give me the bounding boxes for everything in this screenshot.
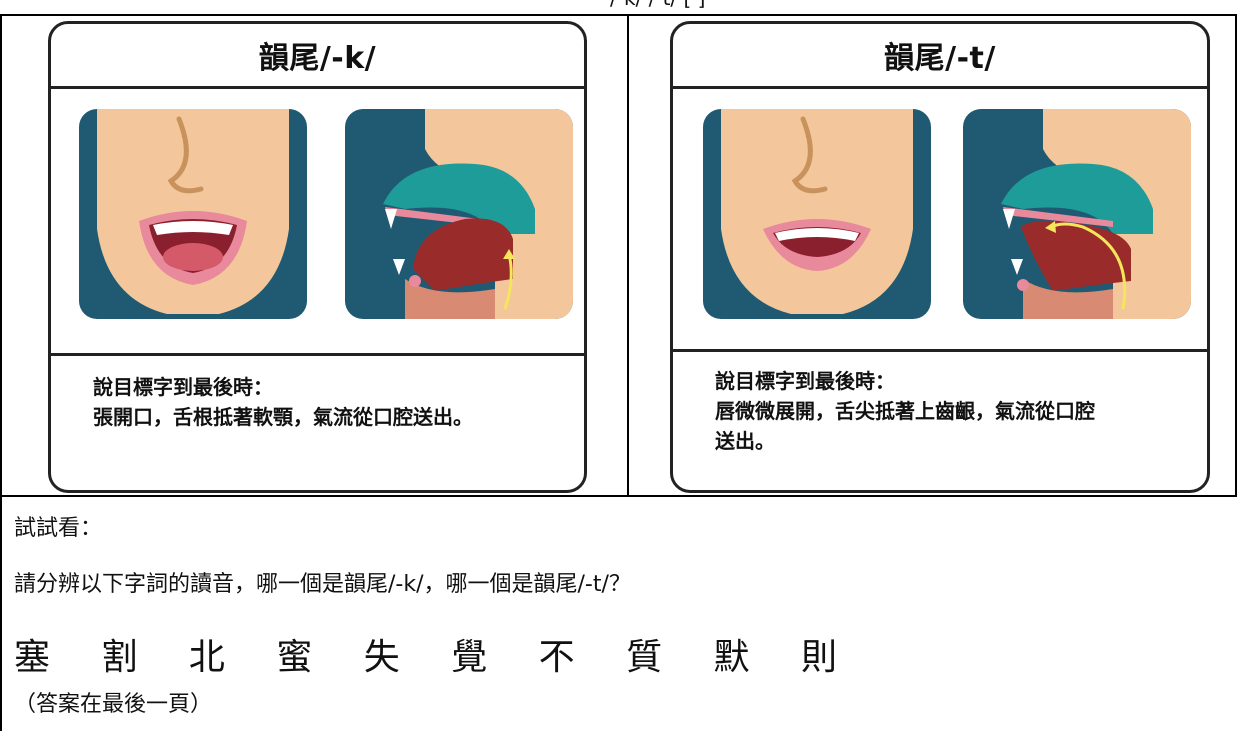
card-t: 韻尾/-t/ — [670, 21, 1210, 493]
card-t-title: 韻尾/-t/ — [673, 24, 1207, 89]
table-border-right — [1235, 14, 1237, 497]
sagittal-tongue-back-illustration — [345, 109, 573, 319]
exercise-word-list: 塞 割 北 蜜 失 覺 不 質 默 則 — [14, 637, 857, 678]
card-t-text-line-1: 唇微微展開，舌尖抵著上齒齦，氣流從口腔 — [715, 399, 1095, 423]
card-k: 韻尾/-k/ — [48, 21, 587, 493]
exercise-instruction: 請分辨以下字詞的讀音，哪一個是韻尾/-k/，哪一個是韻尾/-t/？ — [14, 572, 631, 597]
card-k-title: 韻尾/-k/ — [51, 24, 584, 89]
table-border-row — [0, 495, 1237, 497]
answer-note: （答案在最後一頁） — [14, 692, 213, 717]
face-mouth-open-illustration — [79, 109, 307, 319]
exercise-label: 試試看： — [14, 516, 103, 541]
cut-off-header: /-k/ /-t/ [ ] — [0, 0, 1237, 14]
card-k-description: 說目標字到最後時： 張開口，舌根抵著軟顎，氣流從口腔送出。 — [51, 356, 584, 432]
sagittal-tongue-tip-illustration — [963, 109, 1191, 319]
face-mouth-smile-illustration — [703, 109, 931, 319]
card-t-text-heading: 說目標字到最後時： — [715, 369, 895, 393]
table-border-left — [0, 14, 2, 731]
card-k-text-heading: 說目標字到最後時： — [93, 375, 273, 399]
card-t-illustrations — [673, 89, 1207, 352]
card-k-illustrations — [51, 89, 584, 356]
card-t-text-line-2: 送出。 — [715, 429, 775, 453]
card-t-description: 說目標字到最後時： 唇微微展開，舌尖抵著上齒齦，氣流從口腔 送出。 — [673, 352, 1207, 456]
cut-off-header-text: /-k/ /-t/ [ ] — [610, 0, 706, 10]
table-border-mid — [627, 14, 629, 497]
table-border-top — [0, 14, 1237, 16]
card-k-text-line-1: 張開口，舌根抵著軟顎，氣流從口腔送出。 — [93, 405, 473, 429]
